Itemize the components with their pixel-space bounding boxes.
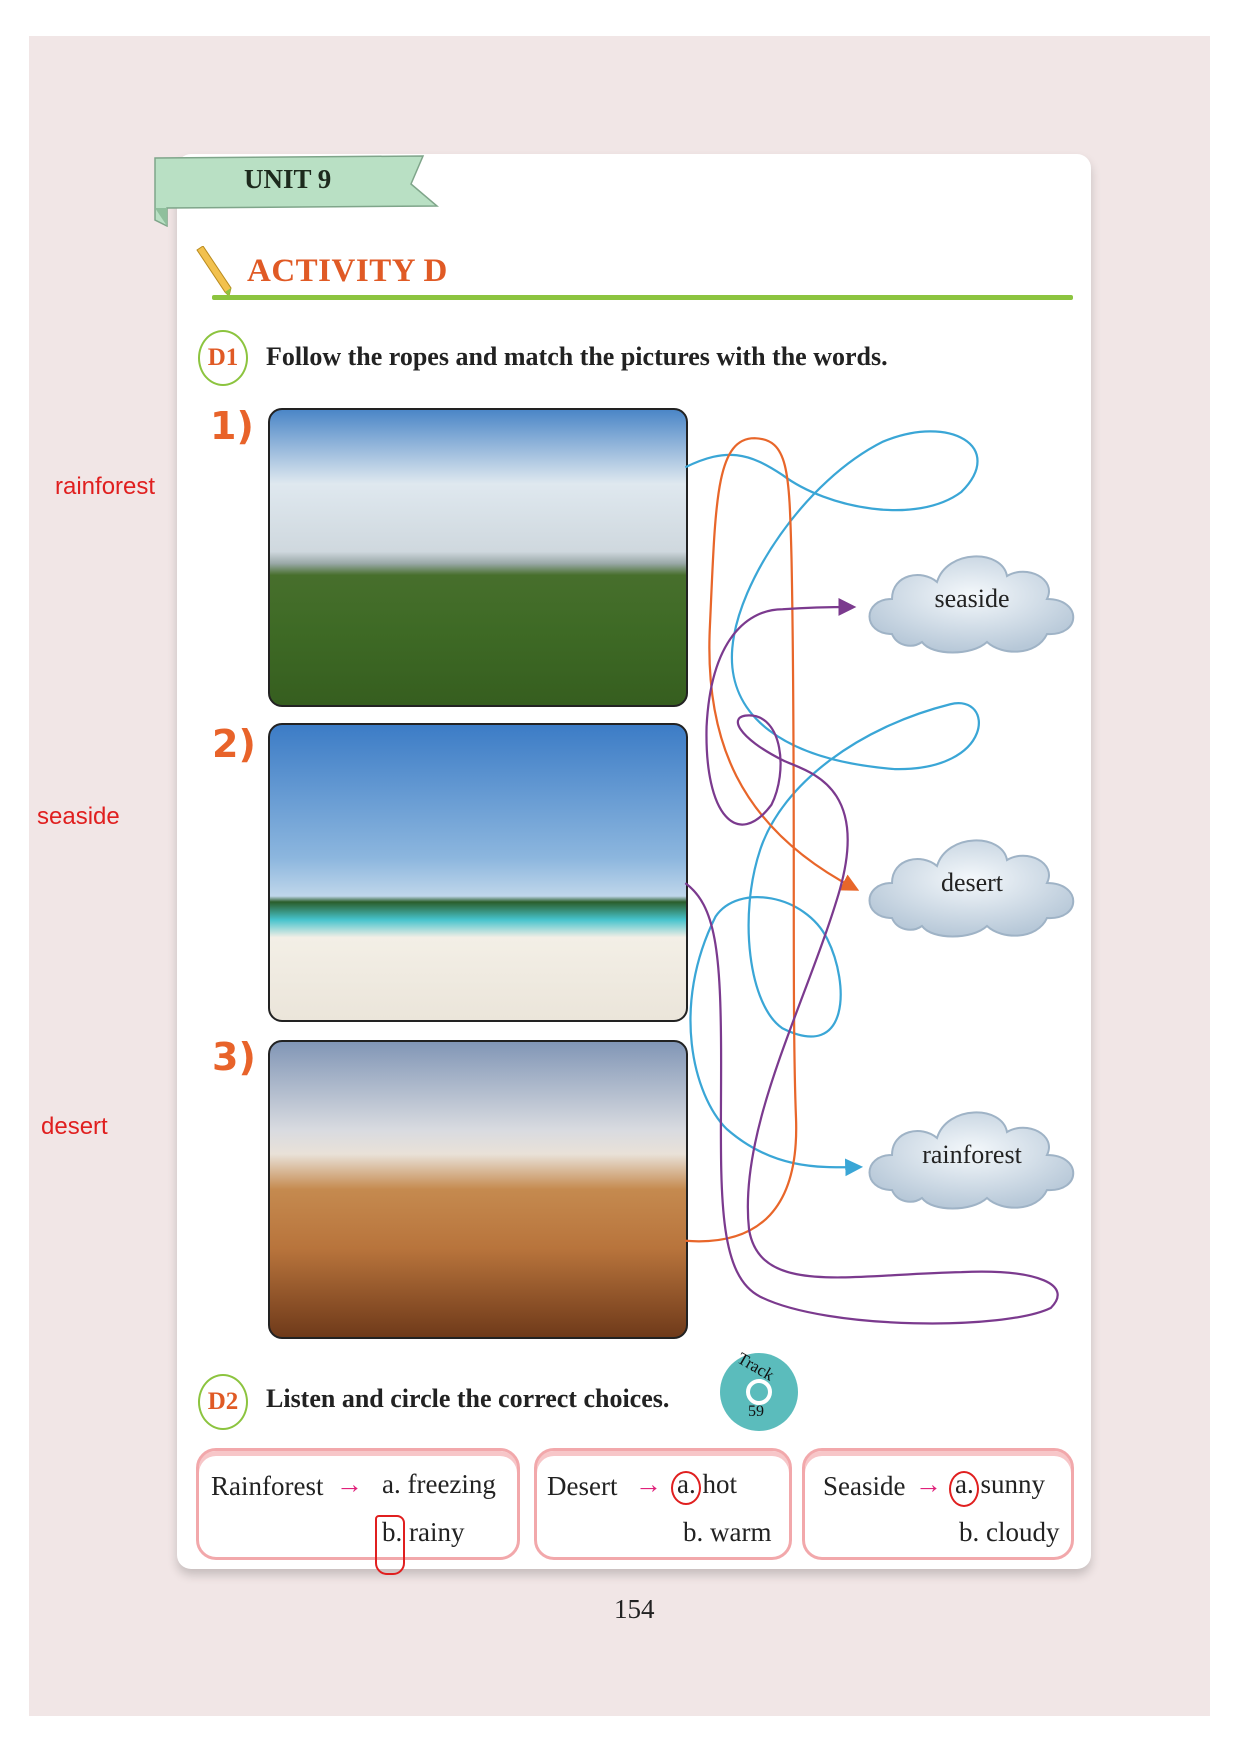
cloud-word: desert xyxy=(940,868,1004,897)
word-cloud-seaside: seaside xyxy=(862,544,1082,656)
choice-a[interactable]: a. freezing xyxy=(382,1469,496,1499)
word-cloud-desert: desert xyxy=(862,828,1082,940)
cloud-icon xyxy=(868,839,1075,938)
d1-badge: D1 xyxy=(198,330,248,386)
page-number: 154 xyxy=(614,1594,655,1624)
choice-b[interactable]: b. warm xyxy=(683,1517,772,1547)
choice-word: Seaside xyxy=(823,1471,906,1501)
pencil-icon xyxy=(196,246,232,296)
annotation-item-1: rainforest xyxy=(55,473,156,500)
cloud-icon xyxy=(868,555,1075,654)
arrow-icon: → xyxy=(915,1469,942,1499)
blue-rope xyxy=(684,430,980,1177)
d2-badge: D2 xyxy=(198,1374,248,1430)
unit-ribbon xyxy=(154,155,439,227)
unit-label: UNIT 9 xyxy=(244,164,332,194)
choice-box-seaside: Seaside → a. sunny b. cloudy xyxy=(802,1448,1074,1560)
annotation-item-2: seaside xyxy=(37,803,120,830)
cd-hole xyxy=(746,1379,772,1405)
choice-box-rainforest: Rainforest → a. freezing b. rainy xyxy=(196,1448,520,1575)
choice-box-desert: Desert → a. hot b. warm xyxy=(534,1448,792,1560)
orange-rope xyxy=(685,437,860,1243)
annotation-item-3: desert xyxy=(41,1113,108,1140)
cloud-icon xyxy=(868,1111,1075,1210)
rainforest-photo xyxy=(268,408,688,707)
hand-drawn-circle xyxy=(671,1471,701,1505)
purple-rope xyxy=(684,598,1059,1325)
choice-b[interactable]: b. cloudy xyxy=(959,1517,1060,1547)
arrow-icon: → xyxy=(336,1469,363,1499)
cloud-word: seaside xyxy=(934,584,1010,613)
arrow-icon: → xyxy=(635,1469,662,1499)
hand-drawn-circle xyxy=(949,1471,979,1507)
choice-word: Desert xyxy=(547,1471,618,1501)
hand-drawn-circle xyxy=(375,1515,405,1575)
activity-title: ACTIVITY D xyxy=(247,253,448,289)
seaside-photo xyxy=(268,723,688,1022)
audio-track-cd-icon[interactable]: Track 59 xyxy=(720,1349,798,1431)
d1-instruction: Follow the ropes and match the pictures … xyxy=(266,342,888,371)
d2-instruction: Listen and circle the correct choices. xyxy=(266,1384,670,1413)
desert-photo xyxy=(268,1040,688,1339)
item-number-1: 1) xyxy=(210,404,254,448)
cloud-word: rainforest xyxy=(922,1140,1022,1169)
track-number: 59 xyxy=(748,1403,764,1420)
word-cloud-rainforest: rainforest xyxy=(862,1100,1082,1212)
choice-word: Rainforest xyxy=(211,1471,324,1501)
title-underline xyxy=(212,295,1073,300)
item-number-2: 2) xyxy=(212,722,256,766)
item-number-3: 3) xyxy=(212,1035,256,1079)
